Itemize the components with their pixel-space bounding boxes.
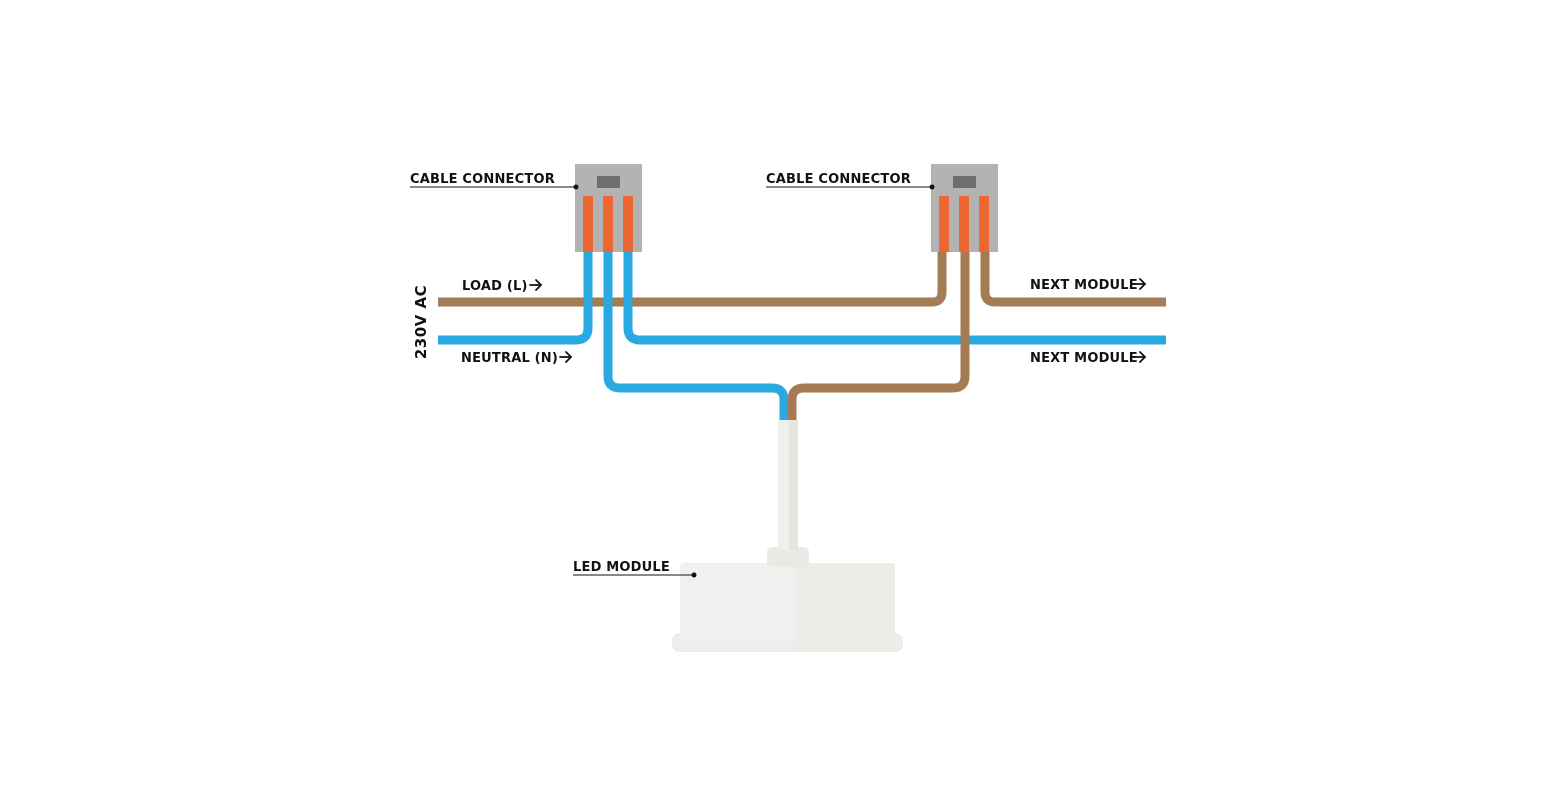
next-module-neutral-group: NEXT MODULE bbox=[1030, 351, 1146, 366]
connector-lever bbox=[939, 196, 949, 252]
callout-led-module: LED MODULE bbox=[573, 560, 697, 578]
connector-lever bbox=[979, 196, 989, 252]
next-module-load-label: NEXT MODULE bbox=[1030, 278, 1138, 293]
connector-lever bbox=[603, 196, 613, 252]
neutral-label: NEUTRAL (N) bbox=[461, 351, 558, 366]
arrow-right-icon bbox=[1133, 351, 1146, 363]
connector-right-label: CABLE CONNECTOR bbox=[766, 172, 911, 187]
led-module-gland bbox=[767, 547, 809, 567]
callout-connector-left: CABLE CONNECTOR bbox=[410, 172, 579, 190]
connector-left-label: CABLE CONNECTOR bbox=[410, 172, 555, 187]
cable-connector-left bbox=[575, 164, 642, 252]
led-module-label: LED MODULE bbox=[573, 560, 670, 575]
connector-slot bbox=[597, 176, 620, 188]
load-wire-supply bbox=[438, 250, 947, 307]
load-label: LOAD (L) bbox=[462, 279, 528, 294]
leader-dot-icon bbox=[573, 184, 579, 190]
connector-lever bbox=[959, 196, 969, 252]
connector-lever bbox=[623, 196, 633, 252]
wires bbox=[438, 250, 1166, 420]
neutral-wire-led bbox=[603, 250, 789, 420]
supply-voltage-label: 230V AC bbox=[412, 285, 430, 359]
connector-lever bbox=[583, 196, 593, 252]
led-module-cable-shade bbox=[789, 420, 798, 550]
cable-connector-right bbox=[931, 164, 998, 252]
next-module-load-group: NEXT MODULE bbox=[1030, 278, 1146, 293]
arrow-right-icon bbox=[529, 279, 542, 291]
next-module-neutral-label: NEXT MODULE bbox=[1030, 351, 1138, 366]
neutral-wire-supply bbox=[438, 250, 593, 345]
led-module bbox=[672, 420, 903, 652]
arrow-right-icon bbox=[1133, 278, 1146, 290]
neutral-label-group: NEUTRAL (N) bbox=[461, 351, 572, 366]
leader-dot-icon bbox=[929, 184, 935, 190]
load-wire-next-module bbox=[980, 250, 1166, 307]
load-label-group: LOAD (L) bbox=[462, 279, 542, 294]
callout-connector-right: CABLE CONNECTOR bbox=[766, 172, 935, 190]
arrow-right-icon bbox=[559, 351, 572, 363]
leader-dot-icon bbox=[691, 572, 697, 578]
neutral-wire-next-module bbox=[623, 250, 1166, 345]
connector-slot bbox=[953, 176, 976, 188]
load-wire-led bbox=[787, 250, 970, 420]
led-module-shade bbox=[795, 563, 895, 652]
